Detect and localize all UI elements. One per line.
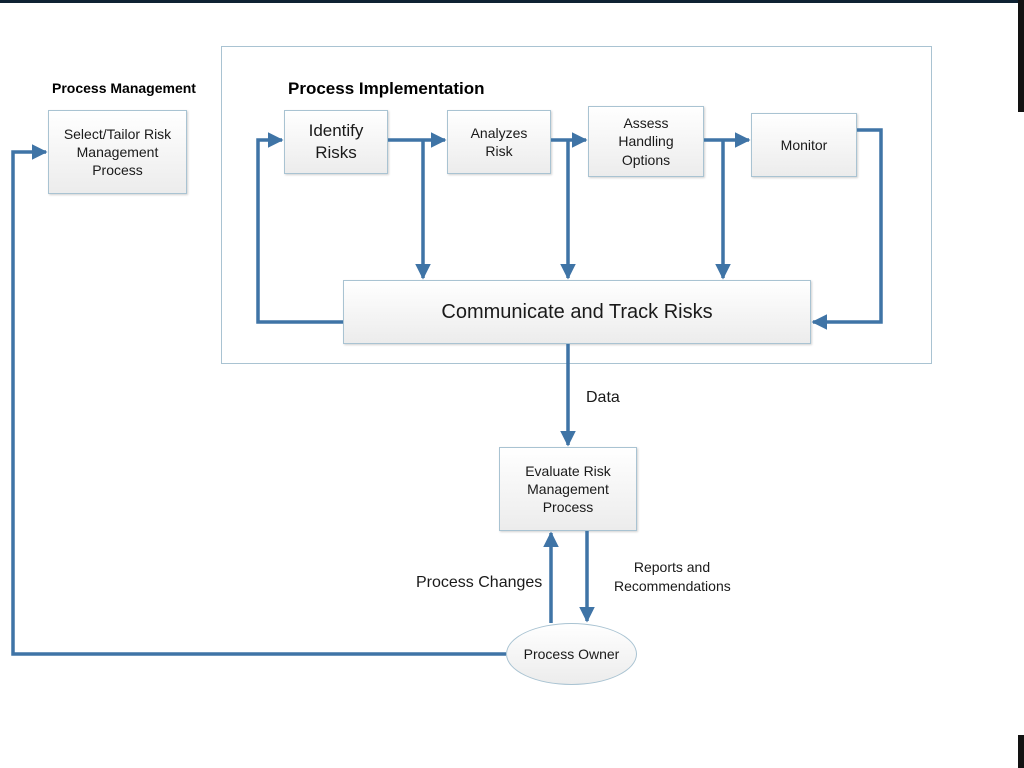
analyzes-risk-node: Analyzes Risk — [447, 110, 551, 174]
data-edge-label: Data — [586, 389, 620, 406]
monitor-label: Monitor — [780, 136, 828, 153]
communicate-to-identify-arrow — [256, 132, 343, 324]
identify-risks-label: Identify Risks — [308, 120, 364, 162]
assess-handling-options-label: Assess Handling Options — [618, 115, 674, 168]
top-edge-bar — [0, 0, 1024, 3]
identify-risks-node: Identify Risks — [284, 110, 388, 174]
monitor-to-communicate-arrow — [811, 128, 883, 330]
process-owner-node: Process Owner — [506, 623, 637, 685]
communicate-track-risks-label: Communicate and Track Risks — [441, 301, 713, 323]
analyzes-risk-label: Analyzes Risk — [470, 124, 528, 159]
evaluate-risk-management-label: Evaluate Risk Management Process — [525, 462, 611, 516]
communicate-track-risks-node: Communicate and Track Risks — [343, 280, 811, 344]
select-tailor-node: Select/Tailor Risk Management Process — [48, 110, 187, 194]
evaluate-risk-management-node: Evaluate Risk Management Process — [499, 447, 637, 531]
assess-handling-options-node: Assess Handling Options — [588, 106, 704, 177]
reports-recommendations-edge-label: Reports and Recommendations — [614, 559, 731, 594]
process-changes-edge-label: Process Changes — [416, 574, 543, 591]
process-management-heading: Process Management — [52, 80, 196, 96]
right-edge-bar-bottom — [1018, 735, 1024, 768]
select-tailor-label: Select/Tailor Risk Management Process — [63, 125, 172, 179]
process-owner-label: Process Owner — [523, 646, 620, 662]
process-implementation-frame — [221, 46, 932, 364]
owner-to-select-tailor-arrow — [11, 144, 506, 656]
process-implementation-heading: Process Implementation — [288, 79, 485, 98]
monitor-node: Monitor — [751, 113, 857, 177]
right-edge-bar-top — [1018, 0, 1024, 112]
